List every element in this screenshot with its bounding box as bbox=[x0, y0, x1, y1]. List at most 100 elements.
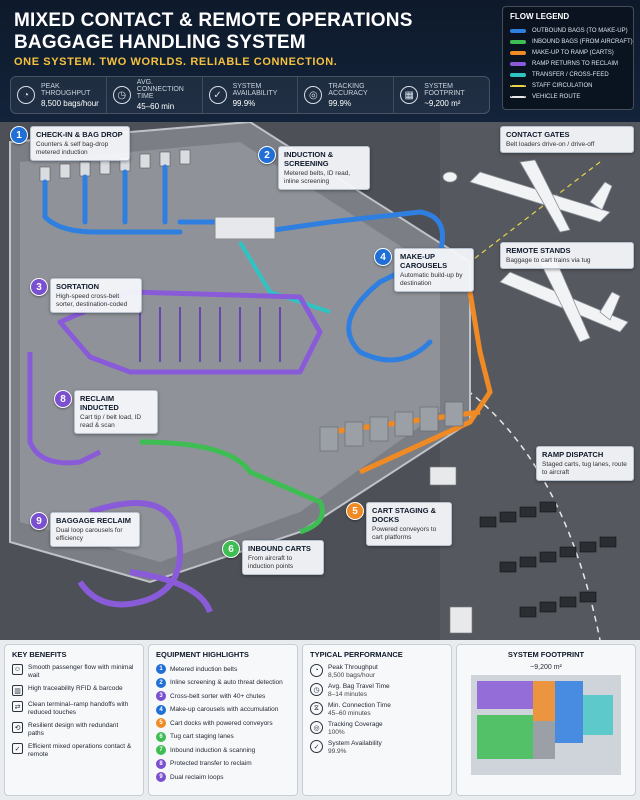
equipment-text: Metered induction belts bbox=[170, 665, 238, 673]
zone-inbound bbox=[477, 715, 533, 759]
legend-swatch bbox=[510, 50, 526, 55]
equipment-badge: 9 bbox=[156, 772, 166, 782]
title-line-1: Mixed Contact & Remote Operations bbox=[14, 10, 413, 31]
label-ramp-dispatch: Ramp Dispatch Staged carts, tug lanes, r… bbox=[536, 446, 634, 481]
callout-title: Baggage Reclaim bbox=[56, 516, 131, 525]
legend-swatch bbox=[510, 95, 526, 98]
label-desc: Baggage to cart trains via tug bbox=[506, 257, 591, 264]
legend-item: Make-up to ramp (carts) bbox=[510, 47, 626, 58]
metric-value: 45–60 min bbox=[136, 102, 175, 111]
callout-induction: Induction & Screening Metered belts, ID … bbox=[278, 146, 370, 190]
equipment-item: 3 Cross-belt sorter with 40+ chutes bbox=[156, 691, 290, 701]
label-desc: Staged carts, tug lanes, route to aircra… bbox=[542, 461, 627, 476]
equipment-badge: 7 bbox=[156, 745, 166, 755]
performance-label: Avg. Bag Travel Time bbox=[328, 683, 390, 690]
callout-sortation: Sortation High-speed cross-belt sorter, … bbox=[50, 278, 142, 313]
title-line-2: Baggage Handling System bbox=[14, 32, 306, 53]
redundancy-icon: ⟲ bbox=[12, 722, 23, 733]
legend-swatch bbox=[510, 39, 526, 44]
benefit-text: Efficient mixed operations contact & rem… bbox=[28, 743, 132, 758]
target-icon: ◎ bbox=[310, 721, 323, 734]
callout-desc: From aircraft to induction points bbox=[248, 555, 294, 570]
legend-item: Outbound bags (to make-up) bbox=[510, 25, 628, 36]
performance-label: Min. Connection Time bbox=[328, 702, 391, 709]
footprint-icon: ▦ bbox=[400, 86, 419, 104]
performance-label: System Availability bbox=[328, 740, 382, 747]
equipment-badge: 3 bbox=[156, 691, 166, 701]
callout-desc: Powered conveyors to cart platforms bbox=[372, 526, 437, 541]
callout-title: Inbound Carts bbox=[248, 544, 311, 553]
legend-item: Ramp returns to reclaim bbox=[510, 58, 626, 69]
benefit-item: ✓ Efficient mixed operations contact & re… bbox=[12, 743, 136, 759]
callout-title: Reclaim Inducted bbox=[80, 394, 119, 412]
performance-label: Tracking Coverage bbox=[328, 721, 383, 728]
metric-label: Tracking Accuracy bbox=[328, 82, 368, 97]
system-isometric-view: 1 Check-in & Bag Drop Counters & self ba… bbox=[0, 122, 640, 640]
legend-swatch bbox=[510, 72, 526, 77]
equipment-text: Dual reclaim loops bbox=[170, 773, 224, 781]
performance-value: 8,500 bags/hour bbox=[328, 672, 375, 679]
legend-swatch bbox=[510, 28, 526, 33]
equipment-text: Cross-belt sorter with 40+ chutes bbox=[170, 692, 266, 700]
tagline: ONE SYSTEM. TWO WORLDS. RELIABLE CONNECT… bbox=[14, 56, 338, 68]
equipment-badge: 2 bbox=[156, 677, 166, 688]
equipment-item: 7 Inbound induction & scanning bbox=[156, 745, 290, 755]
benefit-text: Clean terminal–ramp handoffs with reduce… bbox=[28, 701, 129, 716]
label-desc: Belt loaders drive-on / drive-off bbox=[506, 141, 595, 148]
equipment-badge: 1 bbox=[156, 664, 166, 674]
metric-label: System Footprint bbox=[424, 82, 465, 97]
performance-value: 100% bbox=[328, 729, 345, 736]
callout-title: Check-in & Bag Drop bbox=[36, 130, 123, 139]
panel-title: TYPICAL PERFORMANCE bbox=[310, 650, 403, 659]
clock-icon: ◷ bbox=[112, 86, 131, 104]
callout-badge-9: 9 bbox=[30, 512, 48, 530]
flow-legend: FLOW LEGEND Outbound bags (to make-up) I… bbox=[502, 6, 634, 110]
metrics-bar: ◔ Peak Throughput 8,500 bags/hour ◷ Avg.… bbox=[10, 76, 490, 114]
legend-item: Staff circulation bbox=[510, 80, 626, 91]
timer-icon: ⧖ bbox=[310, 702, 323, 715]
equipment-text: Protected transfer to reclaim bbox=[170, 760, 252, 767]
callout-badge-1: 1 bbox=[10, 126, 28, 144]
metric-value: 99.9% bbox=[232, 98, 256, 108]
footprint-value: ~9,200 m² bbox=[530, 664, 562, 671]
metric-value: 99.9% bbox=[328, 98, 352, 108]
callout-desc: Metered belts, ID read, inline screening bbox=[284, 170, 351, 185]
callout-title: Cart Staging & Docks bbox=[372, 506, 437, 524]
person-icon: ☺ bbox=[12, 664, 23, 675]
zone-transfer bbox=[583, 695, 613, 735]
equipment-text: Inbound induction & scanning bbox=[170, 746, 256, 754]
panel-system-footprint: SYSTEM FOOTPRINT ~9,200 m² bbox=[456, 644, 636, 796]
metric-label: System Availability bbox=[232, 82, 278, 97]
clock-icon: ◷ bbox=[310, 683, 323, 696]
metric-tracking-accuracy: ◎ Tracking Accuracy 99.9% bbox=[298, 77, 395, 113]
callout-make-up: Make-up Carousels Automatic build-up by … bbox=[394, 248, 474, 292]
check-icon: ✓ bbox=[12, 743, 23, 754]
callout-desc: Cart tip / belt load, ID read & scan bbox=[80, 414, 142, 429]
metric-footprint: ▦ System Footprint ~9,200 m² bbox=[394, 77, 489, 113]
callout-reclaim-inducted: Reclaim Inducted Cart tip / belt load, I… bbox=[74, 390, 158, 434]
callout-title: Sortation bbox=[56, 282, 100, 291]
label-contact-gates: Contact Gates Belt loaders drive-on / dr… bbox=[500, 126, 634, 153]
benefit-item: ⟲Resilient design with redundant paths bbox=[12, 722, 136, 738]
label-remote-stands: Remote Stands Baggage to cart trains via… bbox=[500, 242, 634, 269]
panel-title: SYSTEM FOOTPRINT bbox=[507, 650, 585, 659]
metric-connection-time: ◷ Avg. Connection Time 45–60 min bbox=[107, 77, 203, 113]
panel-key-benefits: KEY BENEFITS ☺Smooth passenger flow with… bbox=[4, 644, 144, 796]
legend-item: Vehicle route bbox=[510, 91, 626, 102]
legend-item: Transfer / cross-feed bbox=[510, 69, 626, 80]
callout-badge-8: 8 bbox=[54, 390, 72, 408]
legend-label: Outbound bags (to make-up) bbox=[532, 27, 628, 34]
equipment-badge: 5 bbox=[156, 718, 166, 728]
callout-cart-staging: Cart Staging & Docks Powered conveyors t… bbox=[366, 502, 452, 546]
label-title: Contact Gates bbox=[506, 130, 570, 139]
equipment-badge: 8 bbox=[156, 758, 166, 769]
target-icon: ◎ bbox=[304, 86, 323, 104]
shield-check-icon: ✓ bbox=[208, 86, 227, 104]
callout-badge-5: 5 bbox=[346, 502, 364, 520]
header: Mixed Contact & Remote Operations Baggag… bbox=[0, 0, 640, 122]
callout-badge-3: 3 bbox=[30, 278, 48, 296]
legend-label: Transfer / cross-feed bbox=[532, 71, 609, 78]
